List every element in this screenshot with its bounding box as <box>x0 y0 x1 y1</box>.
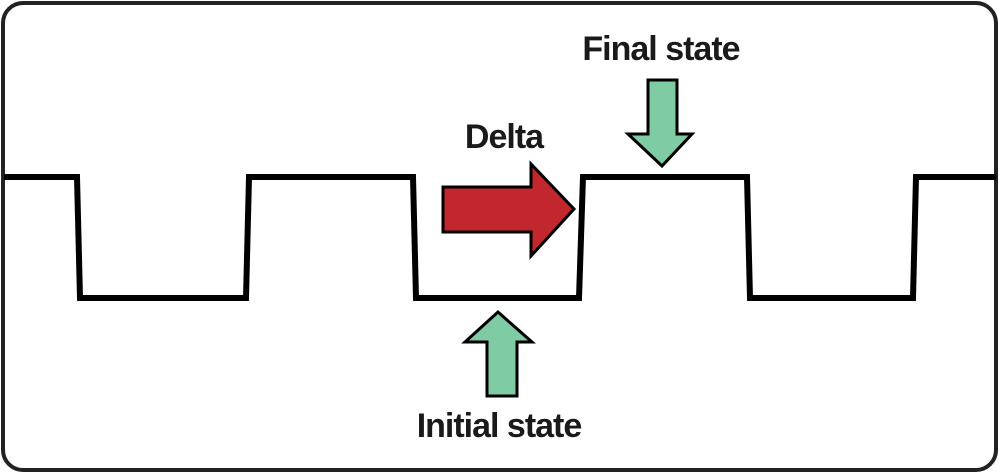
delta-label: Delta <box>465 118 545 156</box>
signal-wave <box>4 174 996 301</box>
initial-state-arrow <box>461 309 536 398</box>
final-state-label: Final state <box>582 30 739 68</box>
delta-arrow <box>441 160 577 260</box>
final-state-arrow <box>624 78 696 169</box>
initial-state-label: Initial state <box>417 407 582 445</box>
